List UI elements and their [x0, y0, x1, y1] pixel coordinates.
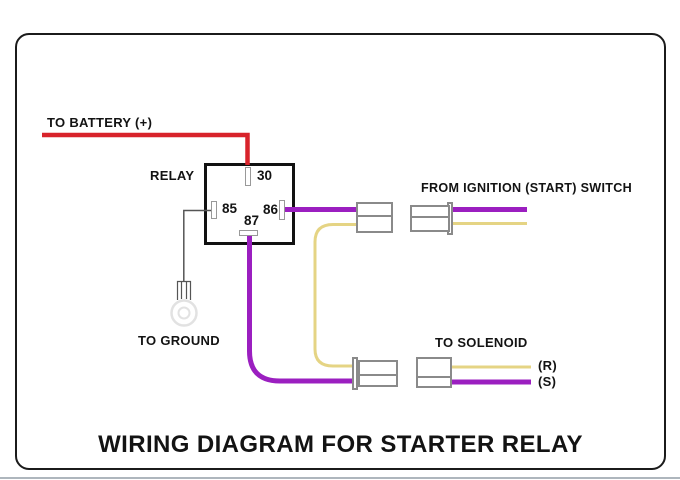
- solenoid-connector-tab: [352, 357, 358, 390]
- ignition-connector-left: [356, 202, 393, 233]
- terminal-slot-86: [279, 200, 285, 220]
- terminal-label-86: 86: [263, 202, 279, 217]
- connector-divider: [412, 216, 448, 218]
- ignition-connector-right: [410, 205, 450, 232]
- solenoid-connector-right: [416, 357, 452, 388]
- terminal-slot-85: [211, 201, 217, 219]
- diagram-frame: [15, 33, 666, 470]
- diagram-title: WIRING DIAGRAM FOR STARTER RELAY: [98, 431, 583, 458]
- battery-label: TO BATTERY (+): [47, 115, 153, 130]
- solenoid-r-wire-label: (R): [538, 358, 557, 373]
- footer-strip: [0, 477, 680, 479]
- terminal-slot-87: [239, 230, 258, 236]
- solenoid-s-wire-label: (S): [538, 374, 557, 389]
- ground-label: TO GROUND: [138, 333, 220, 348]
- terminal-slot-30: [245, 167, 251, 186]
- connector-divider: [418, 376, 450, 378]
- relay-label: RELAY: [150, 168, 195, 183]
- connector-divider: [360, 374, 396, 376]
- connector-divider: [358, 215, 391, 217]
- ignition-switch-label: FROM IGNITION (START) SWITCH: [421, 181, 633, 195]
- terminal-label-30: 30: [257, 168, 273, 183]
- terminal-label-87: 87: [244, 213, 260, 228]
- terminal-label-85: 85: [222, 201, 238, 216]
- solenoid-label: TO SOLENOID: [435, 335, 528, 350]
- solenoid-connector-left: [358, 360, 398, 387]
